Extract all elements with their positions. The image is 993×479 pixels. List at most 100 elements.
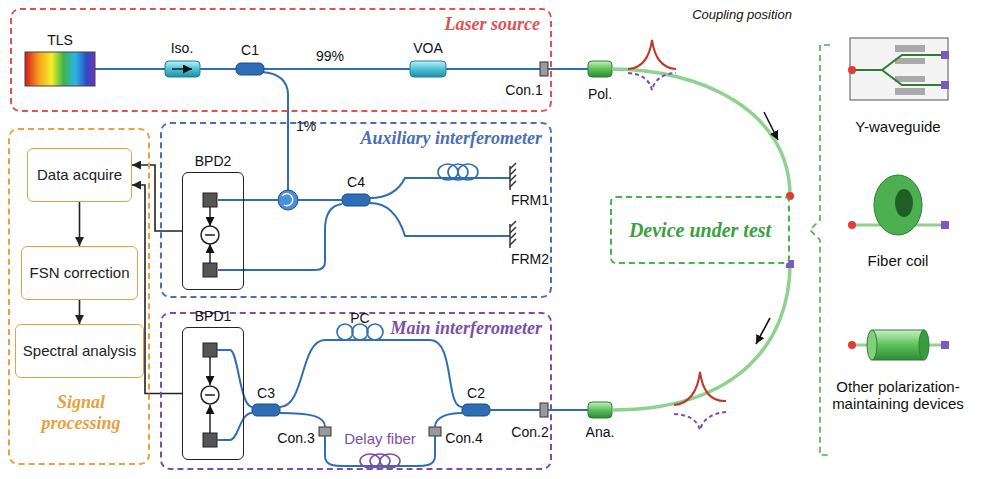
- delay-coil-part: [380, 454, 400, 468]
- detector-label: BPD1: [195, 308, 232, 324]
- y-waveguide-icon-part: [941, 51, 949, 59]
- pm-device-icon-part: [919, 330, 929, 360]
- y-waveguide-icon-part: [895, 76, 925, 82]
- group-title: Auxiliary interferometer: [361, 128, 543, 149]
- coupler-part: [462, 404, 490, 416]
- subtractor-part: [209, 244, 211, 263]
- coupling-peak-part: [628, 40, 676, 69]
- subtractor-part: [209, 357, 211, 385]
- box-label: FSN correction: [29, 264, 129, 281]
- faraday-mirror-part: [510, 233, 516, 239]
- photodetector-part: [203, 433, 217, 447]
- aux-fiber: [218, 178, 510, 270]
- connector-part: [540, 403, 548, 417]
- part-label: C4: [347, 174, 365, 190]
- connector: [319, 62, 548, 436]
- part-label: Ana.: [586, 424, 615, 440]
- pm-fiber-part: [612, 69, 790, 196]
- polarization-controller-part: [352, 324, 368, 340]
- part-label: TLS: [47, 32, 73, 48]
- detector-box: BPD1: [182, 327, 244, 460]
- fiber-coil-icon-part: [874, 175, 922, 235]
- bracket-part: [810, 45, 830, 455]
- part-label: Con.4: [445, 430, 482, 446]
- signal-arrow: [132, 165, 182, 231]
- pm-fiber: [612, 69, 790, 410]
- part-label: Delay fiber: [344, 430, 416, 447]
- laser-fiber-part: [548, 68, 588, 70]
- tunable-laser-part: [25, 52, 95, 86]
- main-fiber-part: [217, 350, 252, 407]
- aux-fiber-part: [370, 203, 510, 236]
- isolator-part: [172, 68, 192, 70]
- part-label: C3: [257, 385, 275, 401]
- box-label: Spectral analysis: [23, 342, 136, 359]
- fiber-coil-icon-part: [852, 224, 880, 227]
- faraday-mirror-part: [510, 221, 516, 227]
- fiber-coil-icon-part: [848, 221, 856, 229]
- coupling-peak-part: [674, 372, 726, 405]
- coupler-part: [252, 404, 280, 416]
- signal-arrow: [79, 300, 81, 324]
- box-label: Data acquire: [37, 166, 122, 183]
- part-label: Fiber coil: [868, 252, 929, 269]
- main-fiber-part: [490, 409, 540, 411]
- part-label: Con.3: [277, 430, 314, 446]
- detector-box: BPD2: [182, 172, 244, 290]
- coupling-peak-part: [628, 73, 676, 90]
- aux-fiber-part: [218, 204, 342, 270]
- subtractor-part: [201, 386, 219, 404]
- polarization-controller-part: [337, 324, 353, 340]
- part-label: Pol.: [588, 86, 612, 102]
- polarizer: [588, 61, 612, 418]
- polarizer-part: [588, 61, 612, 77]
- process-box: FSN correction: [21, 246, 137, 300]
- part-label: FRM2: [511, 251, 549, 267]
- aux-fiber-part: [370, 178, 510, 198]
- coupler-part: [342, 194, 370, 206]
- group-region: Auxiliary interferometerBPD2: [160, 122, 552, 298]
- circulator: [278, 190, 298, 210]
- part-label: PC: [350, 310, 369, 326]
- subtractor-part: [205, 234, 215, 236]
- part-label: Coupling position: [692, 8, 792, 23]
- main-fiber: [217, 340, 588, 466]
- pm-device-icon: [848, 330, 949, 360]
- isolator-part: [165, 61, 200, 77]
- main-fiber-part: [280, 340, 462, 407]
- subtractor-part: [209, 405, 211, 433]
- photodetector-part: [203, 343, 217, 357]
- fiber-coil: [438, 164, 478, 180]
- coupler-part: [236, 63, 264, 75]
- device-box: Device under test: [610, 196, 790, 264]
- part-label: 1%: [296, 118, 316, 134]
- group-title: Main interferometer: [391, 318, 543, 339]
- group-title: Laser source: [445, 14, 541, 35]
- circulator-part: [278, 190, 298, 210]
- connector-part: [540, 62, 548, 76]
- y-waveguide-icon-part: [895, 45, 925, 52]
- aux-fiber-part: [218, 199, 278, 201]
- laser-fiber-part: [262, 72, 288, 190]
- y-waveguide-icon-part: [848, 66, 856, 74]
- y-waveguide-icon-part: [895, 58, 925, 64]
- part-label: Other polarization-maintaining devices: [823, 378, 973, 413]
- propagation-arrow-part: [756, 318, 770, 344]
- faraday-mirror-part: [510, 163, 516, 169]
- laser-fiber-part: [95, 68, 540, 70]
- detector-label: BPD2: [195, 153, 232, 169]
- polarizer-part: [588, 402, 612, 418]
- fiber-coil-icon: [848, 175, 949, 235]
- subtractor-part: [201, 226, 219, 244]
- group-title: Signal processing: [26, 392, 136, 433]
- circulator-part: [282, 194, 293, 206]
- signal-arrow: [79, 202, 81, 246]
- pm-device-icon-part: [941, 341, 949, 349]
- part-label: 99%: [316, 48, 344, 64]
- tunable-laser: [25, 52, 95, 86]
- group-region: Laser source: [10, 8, 552, 112]
- process-box: Data acquire: [27, 148, 132, 202]
- connector-part: [429, 427, 441, 436]
- part-label: C1: [241, 42, 259, 58]
